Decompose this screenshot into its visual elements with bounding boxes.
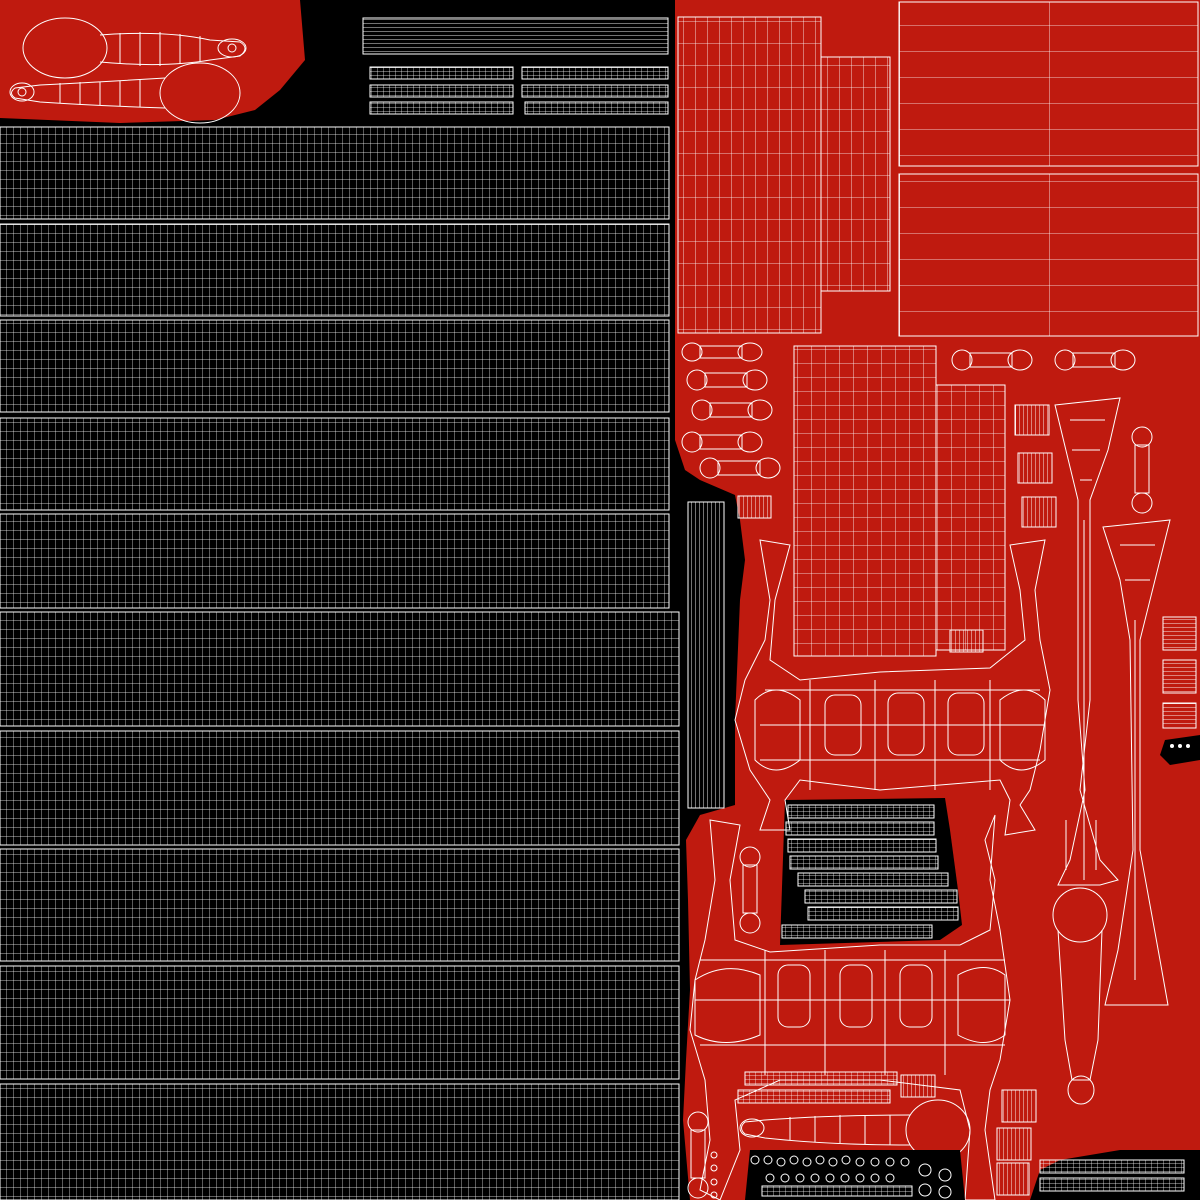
red-grids (677, 1, 1199, 657)
small-boxes (737, 404, 1197, 1196)
long-limbs (1052, 397, 1171, 1105)
left-panels (0, 126, 680, 1200)
small-bones (681, 342, 1153, 1199)
top-left-bones (9, 17, 247, 124)
lower-body-mesh (689, 814, 1011, 1200)
bottom-dots (710, 744, 1190, 1200)
vertical-strip (687, 501, 725, 809)
red-island-top-left (0, 0, 305, 123)
upper-body-mesh (734, 539, 1051, 836)
cutout-strips (737, 804, 1185, 1192)
top-middle-strips (362, 17, 669, 115)
black-cutout (780, 798, 962, 945)
